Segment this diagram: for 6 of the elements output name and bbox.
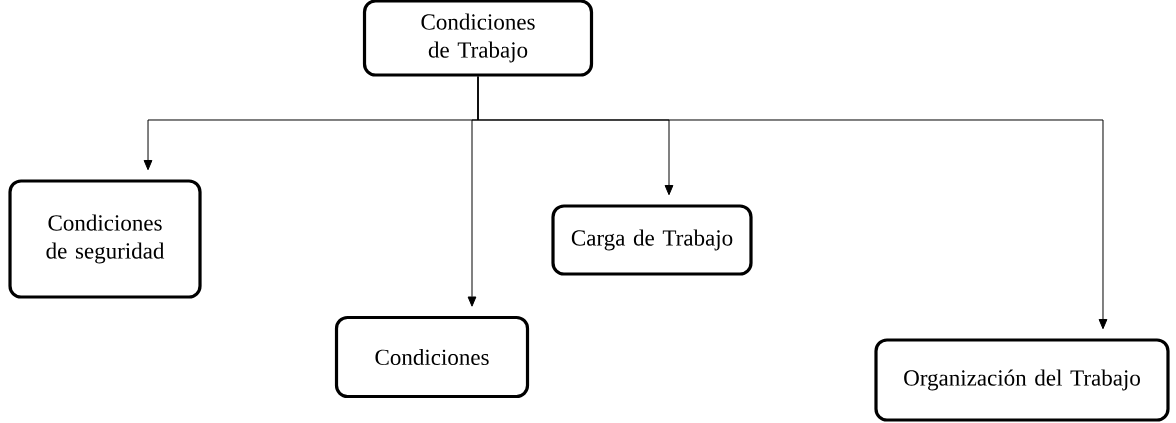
process-box: Carga de Trabajo bbox=[551, 204, 753, 276]
process-box: Condiciones de seguridad bbox=[8, 179, 202, 299]
process-box: Condiciones de Trabajo bbox=[362, 0, 594, 77]
process-box: Condiciones bbox=[334, 315, 530, 399]
arrow bbox=[477, 76, 1108, 330]
process-box: Organización del Trabajo bbox=[874, 338, 1170, 422]
